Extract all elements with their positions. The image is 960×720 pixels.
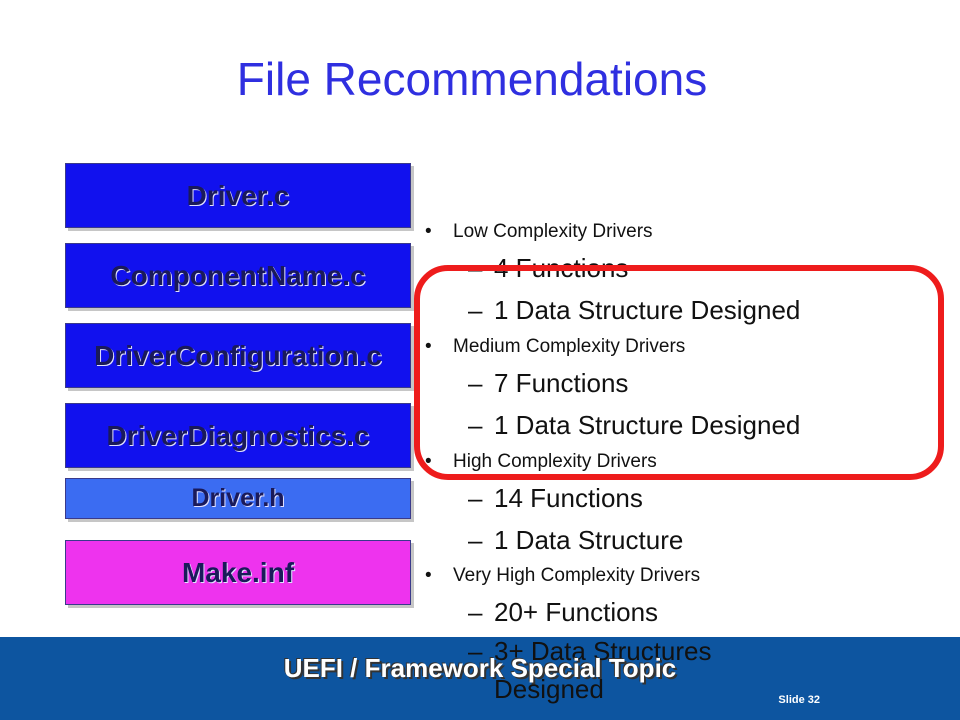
file-box-driver-h: Driver.h xyxy=(65,478,411,519)
bullet-label: High Complexity Drivers xyxy=(453,451,657,472)
sub-item: –1 Data Structure Designed xyxy=(468,410,800,441)
dash-marker: – xyxy=(468,483,483,513)
sub-item-text: 1 Data Structure Designed xyxy=(494,295,801,325)
dash-marker: – xyxy=(468,636,483,666)
file-name: Make.inf xyxy=(181,556,295,588)
bullet-marker: • xyxy=(425,565,432,586)
file-box-driverdiagnostics-c: DriverDiagnostics.c xyxy=(65,403,411,468)
file-box-driverconfiguration-c: DriverConfiguration.c xyxy=(65,323,411,388)
slide-number: Slide 32 xyxy=(778,694,820,706)
sub-item: –7 Functions xyxy=(468,368,628,399)
bullet-label: Medium Complexity Drivers xyxy=(453,336,686,357)
file-name: Driver.c xyxy=(186,179,290,211)
dash-marker: – xyxy=(468,410,483,440)
sub-item-text: 1 Data Structure Designed xyxy=(494,410,801,440)
sub-item: –1 Data Structure xyxy=(468,525,683,556)
bullet-marker: • xyxy=(425,336,432,357)
file-name: ComponentName.c xyxy=(110,259,366,291)
file-name: DriverDiagnostics.c xyxy=(106,419,370,451)
sub-item-text: 3+ Data Structures xyxy=(494,636,712,666)
slide-title: File Recommendations xyxy=(236,53,708,105)
bullet-label: Very High Complexity Drivers xyxy=(453,565,701,586)
dash-marker: – xyxy=(468,597,483,627)
highlight-ellipse xyxy=(414,265,944,480)
sub-item-continuation: Designed xyxy=(494,674,604,704)
bullet-medium-complexity: • Medium Complexity Drivers xyxy=(425,336,685,358)
dash-marker: – xyxy=(468,368,483,398)
file-box-driver-c: Driver.c xyxy=(65,163,411,228)
sub-item-text: 20+ Functions xyxy=(494,597,659,627)
sub-item: –1 Data Structure Designed xyxy=(468,295,800,326)
sub-item-text: 14 Functions xyxy=(494,483,643,513)
footer-title: UEFI / Framework Special Topic xyxy=(283,653,677,683)
bullet-label: Low Complexity Drivers xyxy=(453,221,653,242)
file-name: DriverConfiguration.c xyxy=(94,339,382,371)
dash-marker: – xyxy=(468,295,483,325)
sub-item: –14 Functions xyxy=(468,483,643,514)
bullet-marker: • xyxy=(425,221,432,242)
sub-item-text: 7 Functions xyxy=(494,368,629,398)
bullet-low-complexity: • Low Complexity Drivers xyxy=(425,221,653,243)
file-box-componentname-c: ComponentName.c xyxy=(65,243,411,308)
file-name: Driver.h xyxy=(191,484,285,512)
footer-band xyxy=(0,637,960,720)
file-box-make-inf: Make.inf xyxy=(65,540,411,605)
sub-item: –20+ Functions xyxy=(468,597,658,628)
bullet-very-high-complexity: • Very High Complexity Drivers xyxy=(425,565,700,587)
sub-item: –3+ Data Structures xyxy=(468,636,712,667)
sub-item-text: 1 Data Structure xyxy=(494,525,684,555)
dash-marker: – xyxy=(468,525,483,555)
